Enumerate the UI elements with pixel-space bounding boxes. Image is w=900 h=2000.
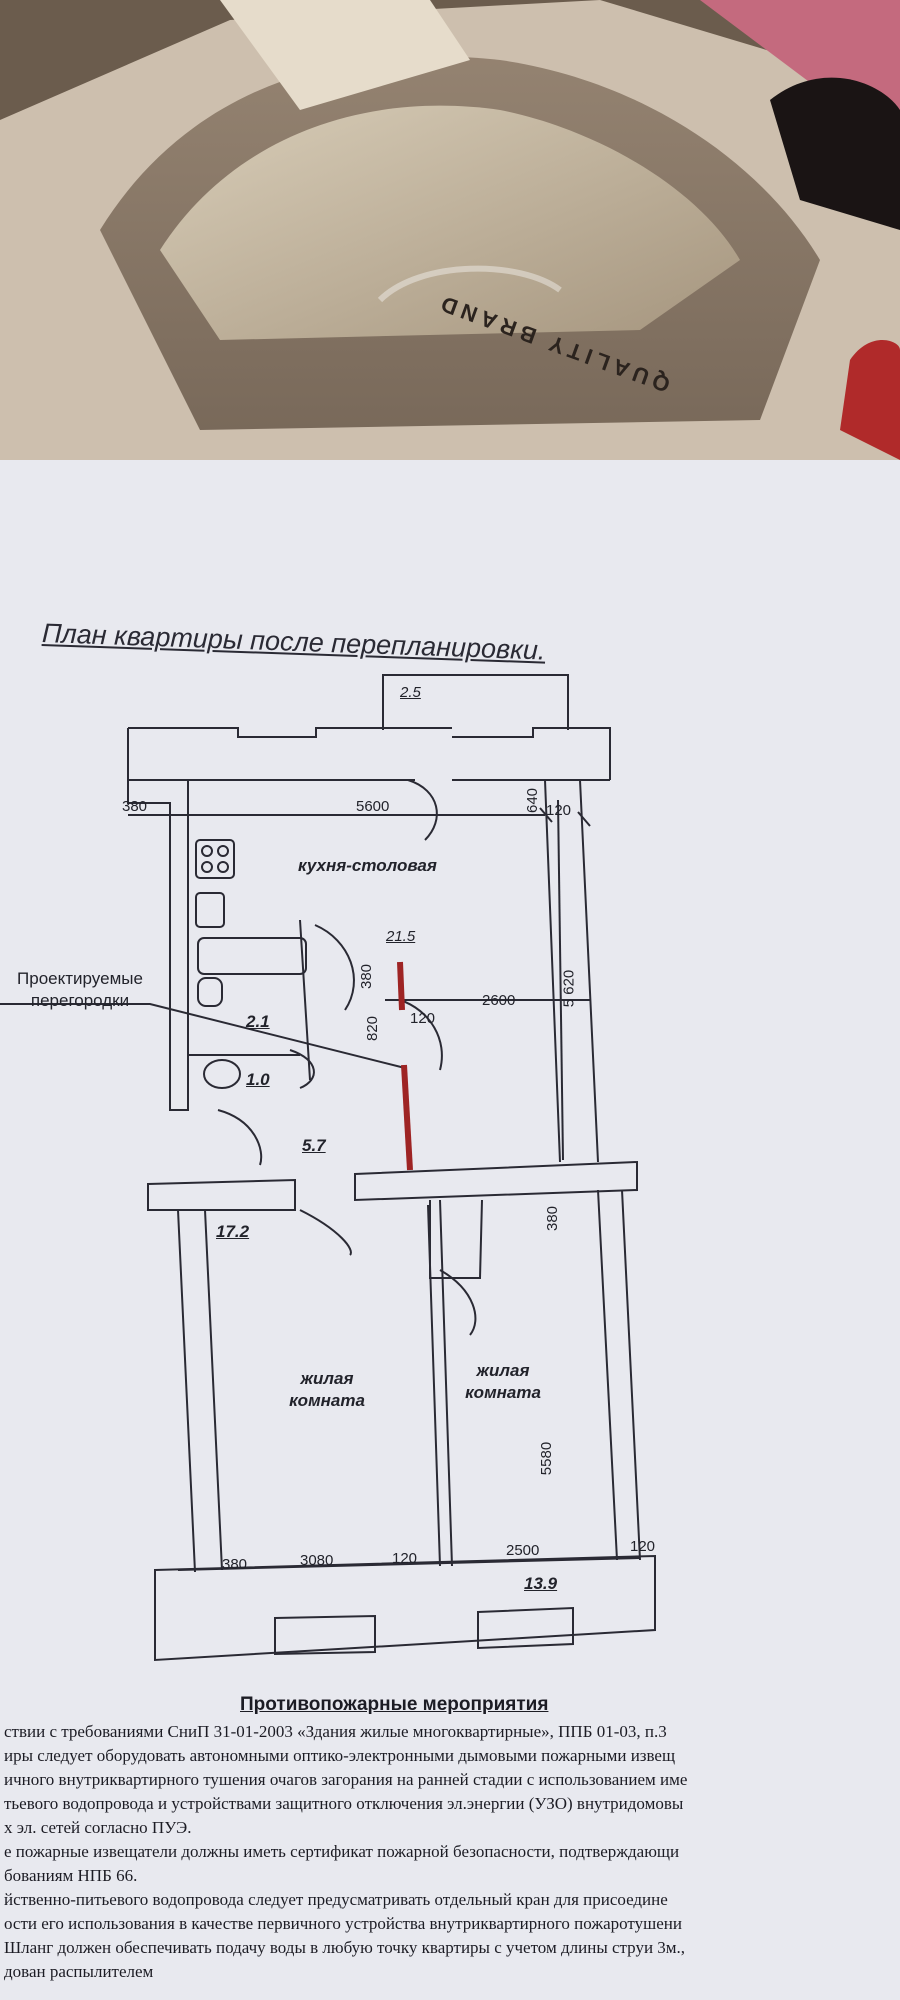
area-balcony: 2.5 — [400, 684, 421, 701]
dim-top-wall: 380 — [122, 798, 148, 815]
fire-line: е пожарные извещатели должны иметь серти… — [4, 1842, 680, 1861]
fire-line: Шланг должен обеспечивать подачу воды в … — [4, 1938, 686, 1957]
annotation-partitions: Проектируемые перегородки — [17, 969, 143, 1010]
right-wall-lower — [597, 1189, 641, 1561]
door-arc-kitchen — [399, 999, 443, 1071]
dimension-ticks — [128, 807, 591, 827]
door-arc-bath — [314, 924, 355, 1011]
door-arc-right-room — [439, 1269, 477, 1336]
area-wc: 1.0 — [246, 1070, 270, 1089]
dim-partition-b: 820 — [364, 1015, 382, 1042]
bathtub — [197, 937, 307, 975]
area-hall: 5.7 — [302, 1136, 326, 1155]
fire-line: ствии с требованиями СниП 31-01-2003 «Зд… — [4, 1722, 667, 1741]
dim-top-right-1: 640 — [524, 787, 542, 814]
dimension-line-bottom — [177, 1557, 641, 1571]
toilet — [203, 1059, 241, 1089]
top-wall — [127, 727, 611, 781]
dim-partition-c: 120 — [410, 1010, 436, 1027]
area-kitchen: 21.5 — [386, 928, 416, 945]
mid-wall-left — [147, 1178, 296, 1211]
fire-safety-title: Противопожарные мероприятия — [240, 1694, 549, 1715]
fire-line: ичного внутриквартирного тушения очагов … — [4, 1770, 688, 1789]
dim-mid-wall: 380 — [544, 1205, 562, 1232]
dimension-line-right — [557, 799, 564, 1161]
area-living-left: 17.2 — [216, 1222, 250, 1241]
dim-bottom-5: 120 — [630, 1538, 656, 1555]
dim-bottom-2: 3080 — [300, 1552, 334, 1569]
door-arc-wc — [289, 1049, 315, 1089]
fire-line: тьевого водопровода и устройствами защит… — [4, 1794, 684, 1813]
closet — [429, 1199, 483, 1279]
room-living-right: жилая комната — [465, 1361, 541, 1402]
fire-line: ости его использования в качестве первич… — [4, 1914, 682, 1933]
left-wall-lower — [177, 1209, 223, 1573]
door-arc-left-room — [299, 1209, 352, 1256]
bag-logo-black — [770, 77, 900, 230]
area-living-right: 13.9 — [524, 1574, 558, 1593]
dim-bottom-height: 5580 — [538, 1441, 556, 1476]
fire-line: х эл. сетей согласно ПУЭ. — [4, 1818, 192, 1837]
dim-right-height: 5 620 — [560, 969, 578, 1008]
area-bath: 2.1 — [246, 1012, 270, 1031]
fabric-top — [220, 0, 470, 110]
folded-fabric — [160, 105, 740, 340]
fire-line: дован распылителем — [4, 1962, 154, 1981]
dim-bottom-3: 120 — [392, 1550, 418, 1567]
new-partition-2 — [401, 1064, 413, 1171]
room-living-left: жилая комната — [289, 1369, 365, 1410]
bottom-wall — [154, 1554, 656, 1662]
window-right — [477, 1606, 574, 1650]
stove — [195, 839, 235, 879]
fire-safety-text: ствии с требованиями СниП 31-01-2003 «Зд… — [0, 1720, 900, 1984]
paper-sheet — [0, 460, 900, 2000]
dim-top-width: 5600 — [356, 798, 390, 815]
dim-bottom-4: 2500 — [506, 1542, 540, 1559]
sink-kitchen — [195, 892, 225, 928]
dim-kitchen-inner: 2600 — [482, 992, 516, 1009]
bag-logo-red — [840, 340, 900, 460]
sink-bath — [197, 977, 223, 1007]
new-partition-1 — [397, 961, 405, 1011]
dim-bottom-1: 380 — [222, 1556, 248, 1573]
dim-partition-a: 380 — [358, 963, 376, 990]
dim-top-right-2: 120 — [546, 802, 572, 819]
room-kitchen: кухня-столовая — [298, 856, 437, 875]
fire-line: иры следует оборудовать автономными опти… — [4, 1746, 676, 1765]
mid-wall-right — [354, 1160, 638, 1202]
annotation-leader — [0, 1003, 406, 1069]
left-wall-upper — [127, 780, 189, 1111]
bath-walls — [188, 919, 311, 1081]
right-wall — [544, 779, 599, 1163]
fire-line: бованиям НПБ 66. — [4, 1866, 138, 1885]
door-arc-balcony — [407, 779, 438, 841]
balcony-outline — [382, 674, 569, 730]
window-left — [274, 1614, 376, 1656]
fire-line: йственно-питьевого водопровода следует п… — [4, 1890, 668, 1909]
door-arc-hall — [217, 1109, 263, 1166]
